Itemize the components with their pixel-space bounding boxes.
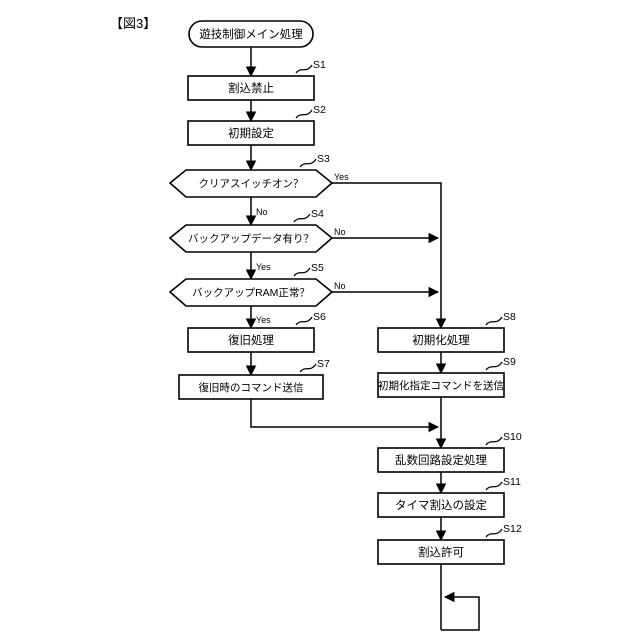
node-s8: 初期化処理 S8 (377, 311, 516, 353)
s5-no-label: No (334, 281, 346, 291)
s7-step-label: S7 (317, 358, 330, 370)
node-s3: クリアスイッチオン？ S3 Yes No (168, 153, 349, 217)
s3-step-label: S3 (317, 153, 330, 165)
s4-decision-label: バックアップデータ有り？ (188, 232, 314, 245)
s3-decision-shape (168, 169, 334, 198)
start-terminal-shape (188, 20, 314, 48)
node-s12: 割込許可 S12 (377, 523, 522, 565)
s12-box-shape (377, 539, 505, 565)
s3-leader-line (299, 158, 317, 168)
s7-box-shape (178, 374, 324, 400)
s5-yes-label: Yes (256, 315, 271, 325)
s8-leader-line (485, 316, 503, 326)
node-s11: タイマ割込の設定 S11 (377, 476, 521, 518)
edge-loop-back (441, 591, 480, 631)
s4-no-label: No (334, 227, 346, 237)
s4-step-label: S4 (311, 208, 324, 220)
node-s10: 乱数回路設定処理 S10 (377, 431, 522, 473)
start-terminal-label: 遊技制御メイン処理 (199, 27, 303, 41)
node-s2: 初期設定 S2 (187, 104, 326, 146)
s11-leader-line (485, 481, 503, 491)
s3-yes-label: Yes (334, 172, 349, 182)
s3-no-label: No (256, 207, 268, 217)
s10-box-label: 乱数回路設定処理 (395, 453, 487, 467)
edge-s3-yes-trunk (332, 182, 447, 330)
s11-box-shape (377, 492, 505, 518)
s2-box-shape (187, 120, 315, 146)
s9-step-label: S9 (503, 356, 516, 368)
s6-leader-line (295, 316, 313, 326)
s7-leader-line (299, 363, 317, 373)
s6-step-label: S6 (313, 311, 326, 323)
s8-box-label: 初期化処理 (412, 333, 470, 347)
s11-box-label: タイマ割込の設定 (395, 498, 487, 512)
s9-box-shape (377, 372, 505, 398)
s10-box-shape (377, 447, 505, 473)
s10-leader-line (485, 436, 503, 446)
s1-box-label: 割込禁止 (228, 81, 274, 95)
s2-box-label: 初期設定 (228, 126, 274, 140)
node-start: 遊技制御メイン処理 (188, 20, 314, 48)
s12-step-label: S12 (503, 523, 522, 535)
s4-leader-line (293, 213, 311, 223)
s5-step-label: S5 (311, 262, 324, 274)
s12-leader-line (485, 528, 503, 538)
node-s6: 復旧処理 S6 (187, 311, 326, 353)
s6-box-label: 復旧処理 (228, 333, 274, 347)
s6-box-shape (187, 327, 315, 353)
s9-leader-line (485, 361, 503, 371)
s10-step-label: S10 (503, 431, 522, 443)
s4-decision-shape (168, 224, 334, 253)
s11-step-label: S11 (503, 476, 521, 488)
node-s5: バックアップRAM正常？ S5 No Yes (168, 262, 346, 325)
s12-box-label: 割込許可 (418, 545, 464, 559)
s1-leader-line (295, 64, 313, 74)
s3-decision-label: クリアスイッチオン？ (199, 178, 304, 190)
s5-decision-shape (168, 278, 334, 307)
node-s1: 割込禁止 S1 (187, 59, 326, 101)
s8-step-label: S8 (503, 311, 516, 323)
node-s7: 復旧時のコマンド送信 S7 (178, 358, 330, 400)
figure-label: 【図3】 (110, 16, 156, 31)
s8-box-shape (377, 327, 505, 353)
s2-step-label: S2 (313, 104, 326, 116)
s1-step-label: S1 (313, 59, 326, 71)
s2-leader-line (295, 109, 313, 119)
node-s4: バックアップデータ有り？ S4 No Yes (168, 208, 346, 272)
node-s9: 初期化指定コマンドを送信 S9 (377, 356, 516, 398)
s1-box-shape (187, 75, 315, 101)
edge-s7-merge (250, 399, 440, 433)
s5-decision-label: バックアップRAM正常？ (192, 286, 310, 299)
s9-box-label: 初期化指定コマンドを送信 (378, 379, 504, 392)
s5-leader-line (293, 267, 311, 277)
s7-box-label: 復旧時のコマンド送信 (199, 381, 304, 394)
s4-yes-label: Yes (256, 262, 271, 272)
flow-connectors (245, 47, 480, 631)
